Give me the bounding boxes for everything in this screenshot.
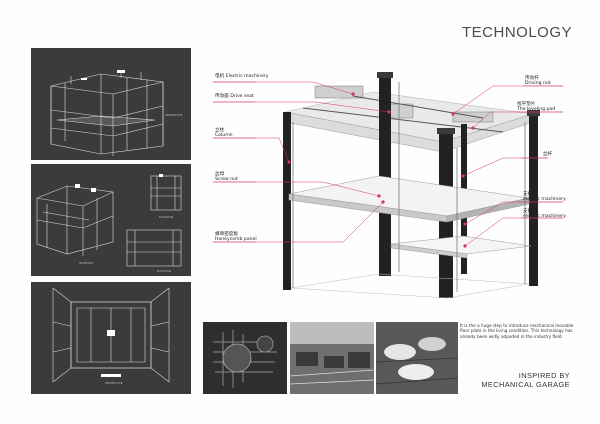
photo-gears — [203, 322, 287, 394]
label-drive-seat: 传动座 Drive seat — [215, 94, 254, 99]
page-title: TECHNOLOGY — [462, 24, 573, 41]
description-text: It is the a huge step to introduce mecha… — [460, 323, 574, 339]
structure-illustration — [213, 72, 563, 299]
inspired-heading: INSPIRED BY MECHANICAL GARAGE — [470, 371, 570, 389]
photo-car-assembly — [376, 322, 458, 394]
label-screw-rod: 丝杆 — [543, 152, 553, 157]
frame-wireframe-1 — [50, 70, 164, 156]
isometric-elevation-panel: ISOMETRIC ELEVATION ELEVATION — [31, 164, 191, 276]
panel2-elev2-label: ELEVATION — [157, 270, 172, 273]
perspective-panel-bottom: PERSPECTIVE — [31, 282, 191, 394]
perspective-panel-top: PERSPECTIVE — [31, 48, 191, 160]
panel2-iso-label: ISOMETRIC — [79, 262, 94, 265]
inspired-line-1: INSPIRED BY — [518, 371, 570, 380]
panel1-label: PERSPECTIVE — [165, 114, 183, 117]
photo-factory-floor — [290, 322, 374, 394]
panel2-elev1-label: ELEVATION — [159, 216, 174, 219]
frame-wireframe-2 — [36, 174, 182, 267]
label-electric-machinery: 电机 Electric machinery — [215, 74, 269, 79]
panel3-label: PERSPECTIVE — [105, 382, 123, 385]
frame-wireframe-3 — [52, 287, 170, 383]
inspired-line-2: MECHANICAL GARAGE — [481, 380, 570, 389]
